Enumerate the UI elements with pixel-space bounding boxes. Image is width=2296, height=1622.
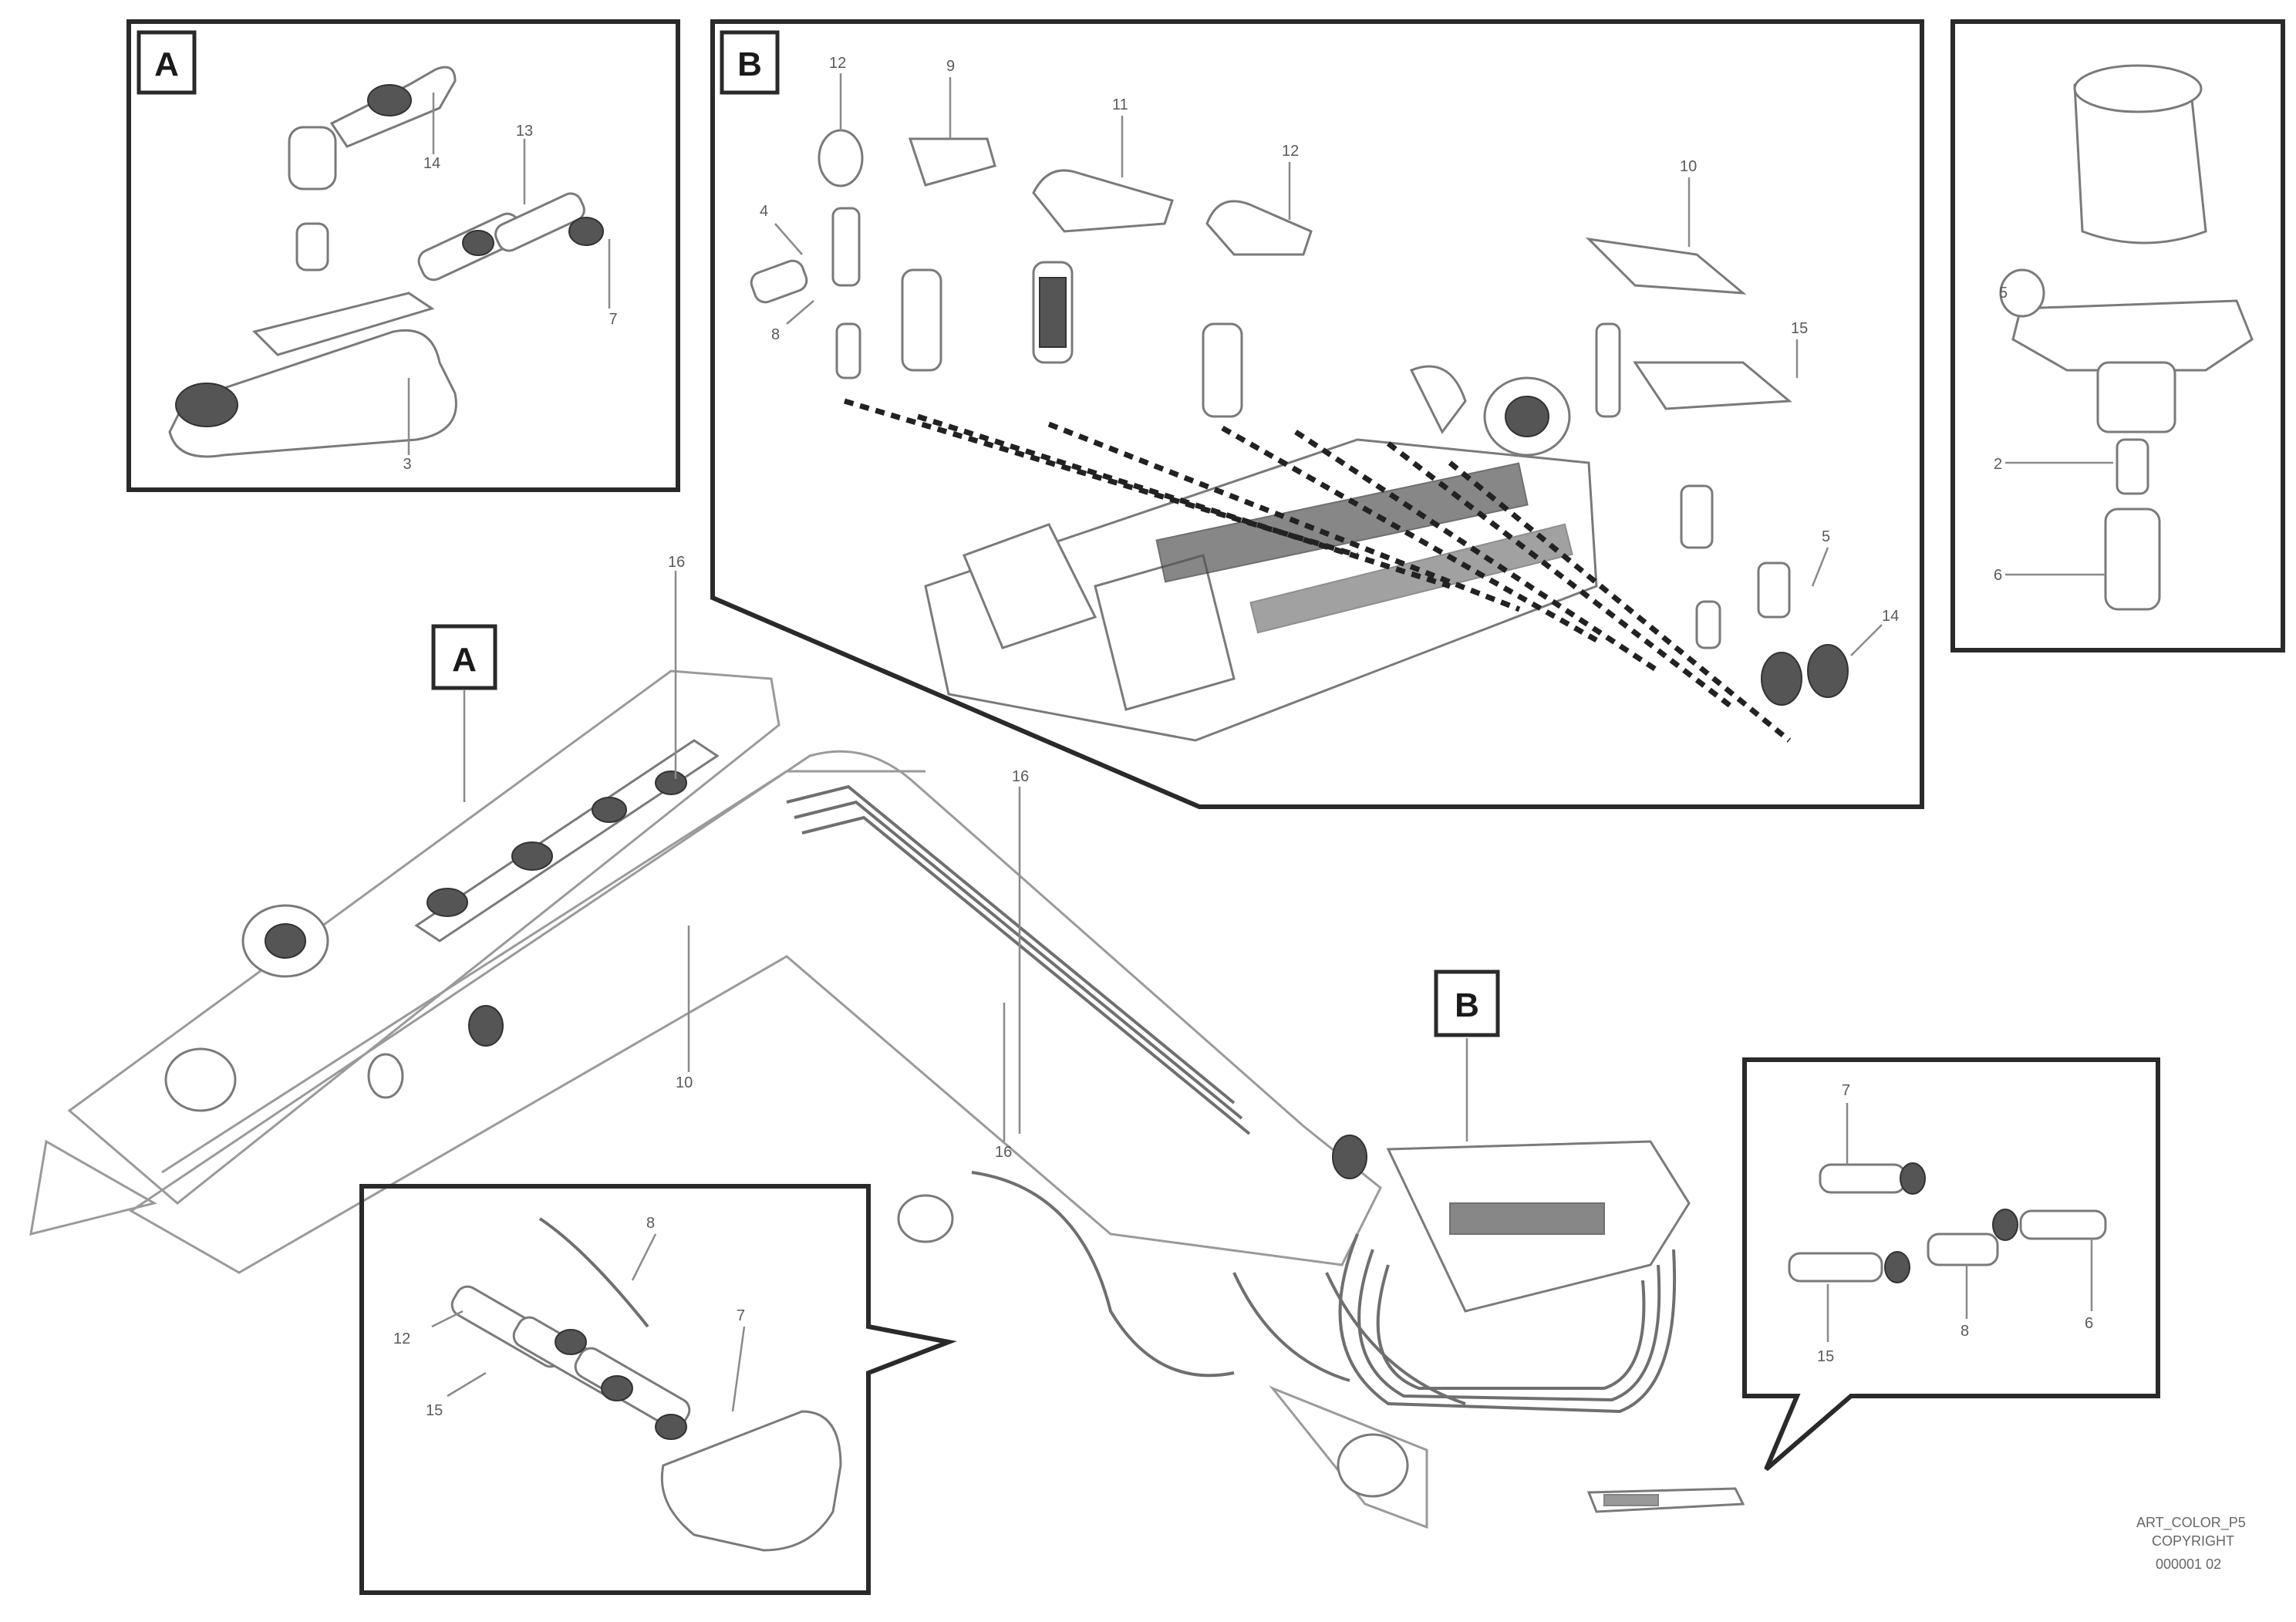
cylinder-body [168,329,457,458]
label-7: 7 [609,311,617,328]
label-b-12b: 12 [1282,143,1299,160]
label-3: 3 [403,456,411,473]
label-d-12: 12 [393,1330,410,1347]
main-a-tag-box [431,624,497,690]
label-d-15: 15 [426,1402,443,1419]
main-label-10: 10 [676,1074,693,1091]
label-e-6: 6 [2085,1315,2093,1332]
ref-line-2: COPYRIGHT [2152,1533,2234,1549]
main-b-tag: B [1455,986,1479,1024]
ref-line-3: 000001 02 [2156,1556,2221,1572]
label-d-8: 8 [646,1215,655,1232]
label-b-9: 9 [946,58,955,75]
detail-b-panel: B [710,19,1924,809]
cylinder-port [175,383,238,427]
reference-code: ART_COLOR_P5 COPYRIGHT 000001 02 [2136,1515,2246,1572]
label-b-15: 15 [1791,320,1808,337]
detail-b-tag-box [720,30,780,95]
ref-line-1: ART_COLOR_P5 [2136,1515,2246,1531]
detail-a-panel: A 14 13 7 3 [126,19,680,492]
detail-c-panel: 5 2 6 [1950,19,2285,653]
detail-d-panel: 8 7 12 15 [359,1184,957,1595]
label-e-7: 7 [1842,1082,1850,1099]
label-e-15: 15 [1817,1348,1834,1365]
label-b-5: 5 [1822,528,1830,545]
label-b-4: 4 [760,203,768,220]
label-14: 14 [423,155,440,172]
main-b-tag-box [1434,969,1500,1037]
main-label-16c: 16 [995,1144,1012,1161]
main-a-tag: A [452,641,477,679]
label-c-2: 2 [1994,456,2002,473]
label-e-8: 8 [1961,1323,1969,1340]
label-b-12a: 12 [829,55,846,72]
label-b-11: 11 [1112,96,1128,113]
detail-a-tag-box [137,30,197,95]
detail-e-panel: 7 15 8 6 [1742,1057,2160,1472]
label-d-7: 7 [737,1307,745,1324]
label-b-8: 8 [771,326,780,343]
label-b-14: 14 [1882,608,1899,625]
label-13: 13 [516,123,533,140]
main-boom-assembly: A B [29,554,1691,1529]
label-c-5: 5 [1999,285,2008,302]
main-label-16a: 16 [668,554,685,571]
main-label-16b: 16 [1012,768,1029,785]
detail-a-tag: A [154,46,179,83]
label-b-10: 10 [1680,158,1697,175]
detail-b-tag: B [737,46,762,83]
cylinder-top [252,292,435,356]
label-c-6: 6 [1994,567,2002,584]
detail-d-cylinder [660,1410,842,1552]
